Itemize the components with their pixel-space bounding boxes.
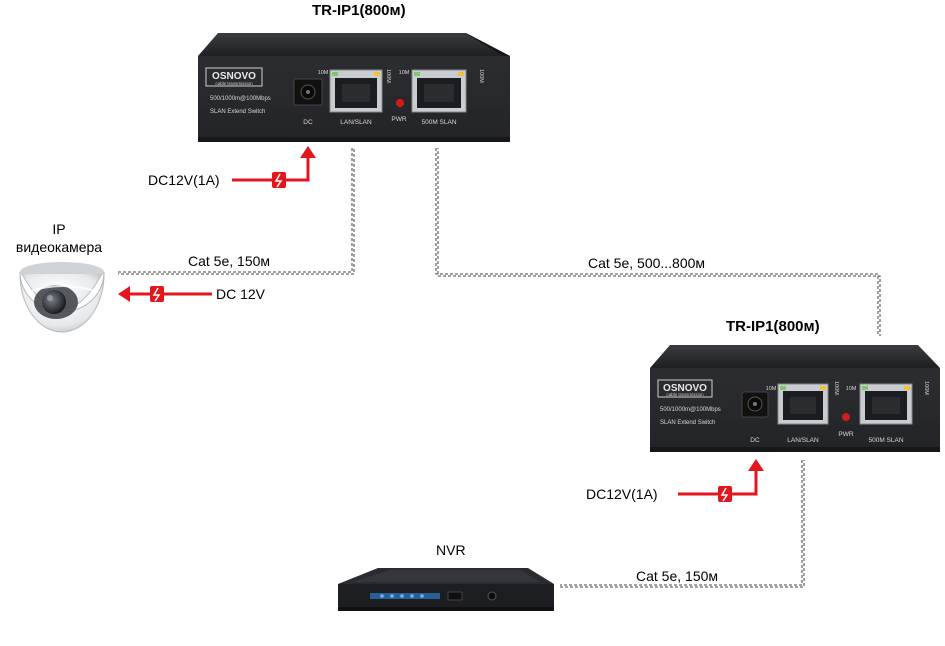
power-arrow-bottom-switch bbox=[678, 459, 764, 502]
top-dc-label: DC bbox=[303, 119, 313, 126]
lightning-icon bbox=[274, 173, 283, 188]
nvr-label: NVR bbox=[436, 542, 466, 558]
top-spec: 500/1000m@100Mbps bbox=[210, 96, 271, 102]
top-switch-title: TR-IP1(800м) bbox=[312, 2, 406, 19]
nvr-device bbox=[338, 568, 554, 611]
bottom-power-label: DC12V(1A) bbox=[586, 486, 658, 502]
cable-bottom-switch-to-nvr bbox=[560, 460, 805, 588]
top-lan-label: LAN/SLAN bbox=[340, 119, 372, 126]
camera-label-line1: IP bbox=[52, 221, 66, 237]
bottom-led-10m-a: 10M bbox=[766, 386, 777, 392]
trunk-cable-label: Cat 5e, 500...800м bbox=[588, 255, 706, 271]
lightning-icon bbox=[720, 487, 729, 502]
cable-trunk-top-to-bottom bbox=[435, 148, 881, 336]
top-power-label: DC12V(1A) bbox=[148, 172, 220, 188]
bottom-spec: 500/1000m@100Mbps bbox=[660, 407, 721, 413]
camera-cable-label: Cat 5e, 150м bbox=[188, 253, 271, 269]
top-slan-label: 500M SLAN bbox=[421, 119, 456, 126]
bottom-brand: OSNOVO bbox=[663, 383, 707, 394]
bottom-slan-label: 500M SLAN bbox=[868, 437, 903, 444]
camera-label-line2: видеокамера bbox=[15, 239, 103, 255]
bottom-brand-sub: cable transmission bbox=[666, 392, 704, 397]
bottom-led-100m-a: 100M bbox=[833, 381, 839, 395]
bottom-led-10m-b: 10M bbox=[846, 386, 857, 392]
bottom-led-100m-b: 100M bbox=[923, 381, 929, 395]
ip-camera bbox=[19, 262, 105, 333]
top-led-10m-b: 10M bbox=[399, 70, 410, 76]
power-arrow-camera bbox=[118, 286, 212, 302]
switch-bottom: OSNOVO cable transmission 500/1000m@100M… bbox=[650, 345, 940, 452]
camera-label: IP видеокамера bbox=[4, 220, 114, 256]
top-model-line: SLAN Extend Switch bbox=[210, 109, 265, 115]
top-led-100m-a: 100M bbox=[385, 69, 391, 83]
bottom-dc-label: DC bbox=[750, 437, 760, 444]
bottom-pwr-label: PWR bbox=[838, 431, 853, 438]
switch-top: OSNOVO cable transmission 500/1000m@100M… bbox=[198, 33, 510, 142]
nvr-cable-label: Cat 5e, 150м bbox=[636, 568, 719, 584]
bottom-model-line: SLAN Extend Switch bbox=[660, 420, 715, 426]
top-led-10m-a: 10M bbox=[318, 70, 329, 76]
top-led-100m-b: 100M bbox=[478, 69, 484, 83]
top-brand-sub: cable transmission bbox=[215, 81, 253, 86]
lightning-icon bbox=[152, 287, 161, 302]
bottom-switch-title: TR-IP1(800м) bbox=[726, 318, 820, 335]
camera-power-label: DC 12V bbox=[216, 286, 266, 302]
power-arrow-top-switch bbox=[232, 146, 316, 188]
top-pwr-label: PWR bbox=[391, 116, 406, 123]
cable-camera-to-top-switch bbox=[118, 148, 355, 275]
top-brand: OSNOVO bbox=[212, 71, 256, 82]
bottom-lan-label: LAN/SLAN bbox=[787, 437, 819, 444]
